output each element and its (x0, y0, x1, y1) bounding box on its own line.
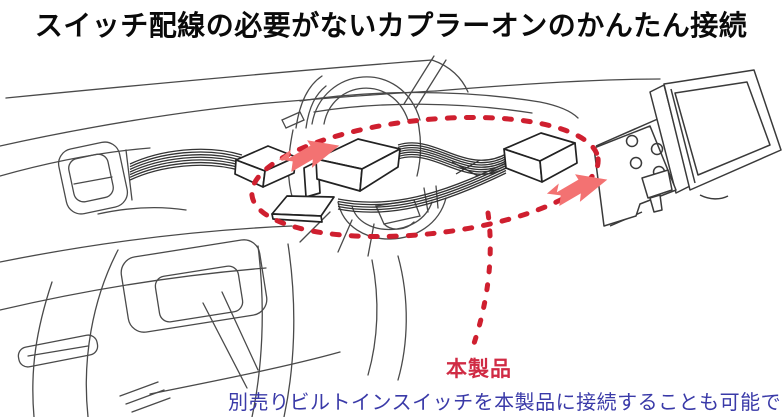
leader-line (468, 210, 493, 355)
harness-wires (129, 142, 509, 213)
highlight-ellipse (249, 114, 601, 240)
wire-bundle-main (397, 142, 509, 177)
head-unit-screen (649, 69, 782, 200)
product-label: 本製品 (446, 358, 512, 381)
product-connector-right (503, 132, 578, 183)
head-unit-bracket (593, 125, 677, 227)
wire-bundle-dash (129, 148, 243, 181)
dashboard-line-art (0, 59, 661, 417)
head-unit (593, 69, 782, 227)
red-annotations (249, 114, 611, 355)
caption-note: 別売りビルトインスイッチを本製品に接続することも可能です (228, 392, 782, 414)
product-connector-left (303, 138, 401, 198)
product-flat-connector (271, 195, 335, 223)
page-title: スイッチ配線の必要がないカプラーオンのかんたん接続 (34, 10, 748, 41)
